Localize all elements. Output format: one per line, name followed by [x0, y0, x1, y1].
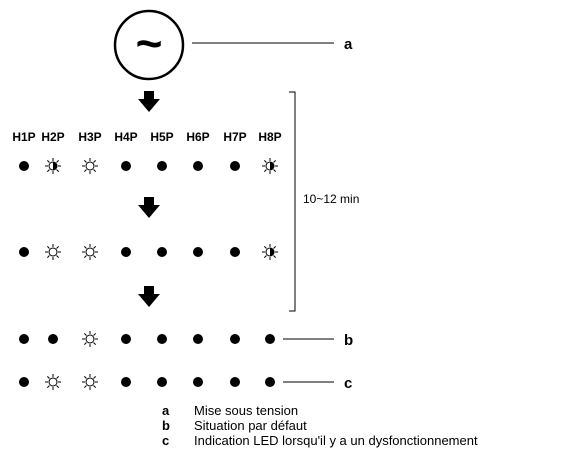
legend-item-a: a Mise sous tension [162, 403, 478, 418]
led-row-step-1 [19, 158, 278, 174]
led-header-row: H1P H2P H3P H4P H5P H6P H7P H8P [12, 130, 281, 144]
arrow-down-3-icon [138, 286, 160, 307]
led-h2p-blink [45, 158, 61, 174]
led-h5p-on [157, 161, 167, 171]
led-h3p-off [82, 244, 98, 260]
led-h3p-off [82, 331, 98, 347]
legend-key-a: a [162, 403, 170, 418]
legend: a Mise sous tension b Situation par défaut… [162, 403, 478, 448]
led-h3p-off [82, 158, 98, 174]
led-label-h5p: H5P [150, 130, 173, 144]
led-h7p-on [230, 161, 240, 171]
led-h6p-on [193, 247, 203, 257]
led-h5p-on [157, 377, 167, 387]
power-on-icon: ~ [113, 9, 185, 81]
led-h8p-blink [262, 244, 278, 260]
legend-text-a: Mise sous tension [194, 403, 299, 418]
led-h4p-on [121, 334, 131, 344]
led-label-h1p: H1P [12, 130, 35, 144]
led-h1p-on [19, 247, 29, 257]
duration-bracket [289, 91, 296, 312]
led-row-step-2 [19, 244, 278, 260]
legend-key-c: c [162, 433, 170, 448]
led-h6p-on [193, 161, 203, 171]
led-row-b [19, 331, 275, 347]
led-h4p-on [121, 161, 131, 171]
legend-item-c: c Indication LED lorsqu'il y a un dysfonc… [162, 433, 478, 448]
callout-label-a: a [344, 36, 353, 53]
callout-label-c: c [344, 375, 352, 392]
led-h3p-off [82, 374, 98, 390]
led-h8p-on [265, 377, 275, 387]
led-h5p-on [157, 247, 167, 257]
led-label-h3p: H3P [78, 130, 101, 144]
led-h1p-on [19, 161, 29, 171]
led-h7p-on [230, 334, 240, 344]
led-h4p-on [121, 247, 131, 257]
led-h2p-off [45, 374, 61, 390]
arrow-down-2-icon [138, 197, 160, 218]
led-sequence-diagram: ~ a H1P H2P H3P H4P H5P H6P H7P H8P 10~12 min b… [12, 9, 359, 392]
led-row-c [19, 374, 275, 390]
sequence-arrows [138, 91, 160, 307]
legend-text-c: Indication LED lorsqu'il y a un dysfonct… [194, 433, 478, 448]
led-h8p-blink [262, 158, 278, 174]
led-h5p-on [157, 334, 167, 344]
led-h1p-on [19, 377, 29, 387]
led-h8p-on [265, 334, 275, 344]
led-h7p-on [230, 247, 240, 257]
led-h7p-on [230, 377, 240, 387]
power-symbol: ~ [136, 17, 163, 69]
led-label-h4p: H4P [114, 130, 137, 144]
callout-label-b: b [344, 332, 353, 349]
legend-key-b: b [162, 418, 170, 433]
legend-text-b: Situation par défaut [194, 418, 307, 433]
led-h2p-on [48, 334, 58, 344]
led-label-h2p: H2P [41, 130, 64, 144]
led-h2p-off [45, 244, 61, 260]
arrow-down-1-icon [138, 91, 160, 112]
led-h6p-on [193, 334, 203, 344]
led-label-h8p: H8P [258, 130, 281, 144]
led-h6p-on [193, 377, 203, 387]
legend-item-b: b Situation par défaut [162, 418, 478, 433]
led-label-h6p: H6P [186, 130, 209, 144]
led-h4p-on [121, 377, 131, 387]
led-h1p-on [19, 334, 29, 344]
led-label-h7p: H7P [223, 130, 246, 144]
duration-label: 10~12 min [303, 192, 359, 206]
